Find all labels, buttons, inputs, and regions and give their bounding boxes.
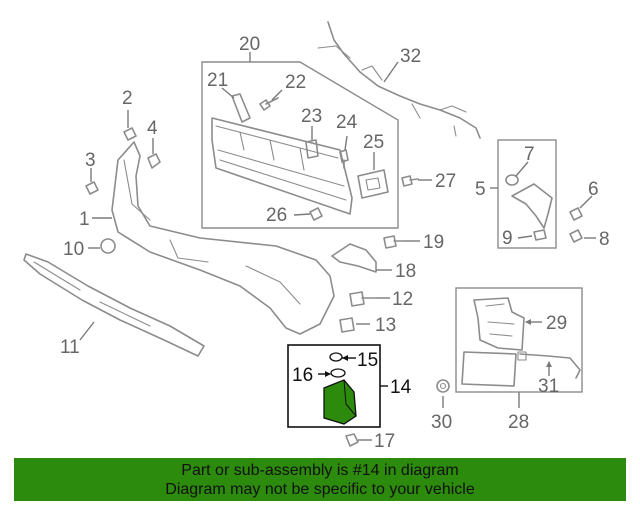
callout-28: 28 xyxy=(508,412,529,433)
callout-9: 9 xyxy=(502,228,513,249)
cap-10 xyxy=(100,238,116,254)
callout-14: 14 xyxy=(390,377,412,398)
callout-10: 10 xyxy=(63,239,84,260)
bolt-22 xyxy=(259,97,279,111)
callout-29: 29 xyxy=(546,313,567,334)
pad-part xyxy=(461,351,517,387)
bracket-18 xyxy=(331,243,377,273)
bolt-8 xyxy=(569,229,583,243)
sensor-31 xyxy=(517,351,581,379)
callout-5: 5 xyxy=(475,179,486,200)
module-29 xyxy=(473,297,525,351)
parts-diagram: 20 21 22 23 24 25 26 27 xyxy=(23,21,610,452)
nut-4 xyxy=(147,153,161,169)
fastener-2 xyxy=(123,127,137,141)
bracket-25 xyxy=(357,169,389,199)
callout-23: 23 xyxy=(301,106,322,127)
callout-6: 6 xyxy=(588,179,599,200)
callout-19: 19 xyxy=(423,232,444,253)
banner-line-1: Part or sub-assembly is #14 in diagram xyxy=(181,462,459,479)
callout-13: 13 xyxy=(375,315,396,336)
group-box-5 xyxy=(497,139,557,249)
callout-17: 17 xyxy=(374,431,395,452)
bolt-19 xyxy=(383,235,405,249)
bracket-part xyxy=(511,183,553,229)
callout-25: 25 xyxy=(363,132,384,153)
lower-trim-11 xyxy=(23,253,205,357)
bolt-12 xyxy=(349,291,377,307)
highlighted-part-14 xyxy=(323,379,357,425)
bumper-cover-1 xyxy=(111,141,335,335)
callout-7: 7 xyxy=(524,144,535,165)
callout-24: 24 xyxy=(336,112,358,133)
callout-20: 20 xyxy=(239,34,260,55)
group-box-20 xyxy=(201,61,399,229)
banner-line-2: Diagram may not be specific to your vehi… xyxy=(165,481,475,498)
callout-31: 31 xyxy=(538,376,559,397)
clip-7 xyxy=(505,174,519,186)
callout-21: 21 xyxy=(207,70,228,91)
callout-11: 11 xyxy=(60,337,80,358)
bolt-6 xyxy=(569,207,583,221)
bolt-26 xyxy=(309,207,323,221)
bumper-reinforcement-beam xyxy=(211,117,353,215)
info-banner: Part or sub-assembly is #14 in diagram D… xyxy=(14,458,626,501)
grommet-16 xyxy=(330,368,346,378)
callout-27: 27 xyxy=(435,171,456,192)
callout-12: 12 xyxy=(392,289,413,310)
callout-4: 4 xyxy=(147,118,158,139)
stud-23 xyxy=(305,139,319,159)
nut-30 xyxy=(436,379,450,393)
bracket-21 xyxy=(231,93,251,123)
bolt-24 xyxy=(339,149,349,169)
callout-32: 32 xyxy=(400,46,421,67)
clip-9 xyxy=(533,229,547,241)
wiring-harness-32 xyxy=(317,21,481,139)
callout-18: 18 xyxy=(395,261,416,282)
callout-2: 2 xyxy=(122,88,133,109)
screw-3 xyxy=(85,181,99,195)
callout-1: 1 xyxy=(79,209,90,230)
nut-17 xyxy=(345,433,359,447)
clip-15 xyxy=(329,352,343,362)
callout-26: 26 xyxy=(266,205,287,226)
callout-22: 22 xyxy=(285,72,306,93)
clip-13 xyxy=(339,317,355,333)
bolt-27 xyxy=(401,175,419,187)
callout-30: 30 xyxy=(431,412,452,433)
callout-8: 8 xyxy=(599,229,610,250)
callout-3: 3 xyxy=(85,150,96,171)
callout-16: 16 xyxy=(292,365,313,386)
callout-15: 15 xyxy=(357,350,378,371)
